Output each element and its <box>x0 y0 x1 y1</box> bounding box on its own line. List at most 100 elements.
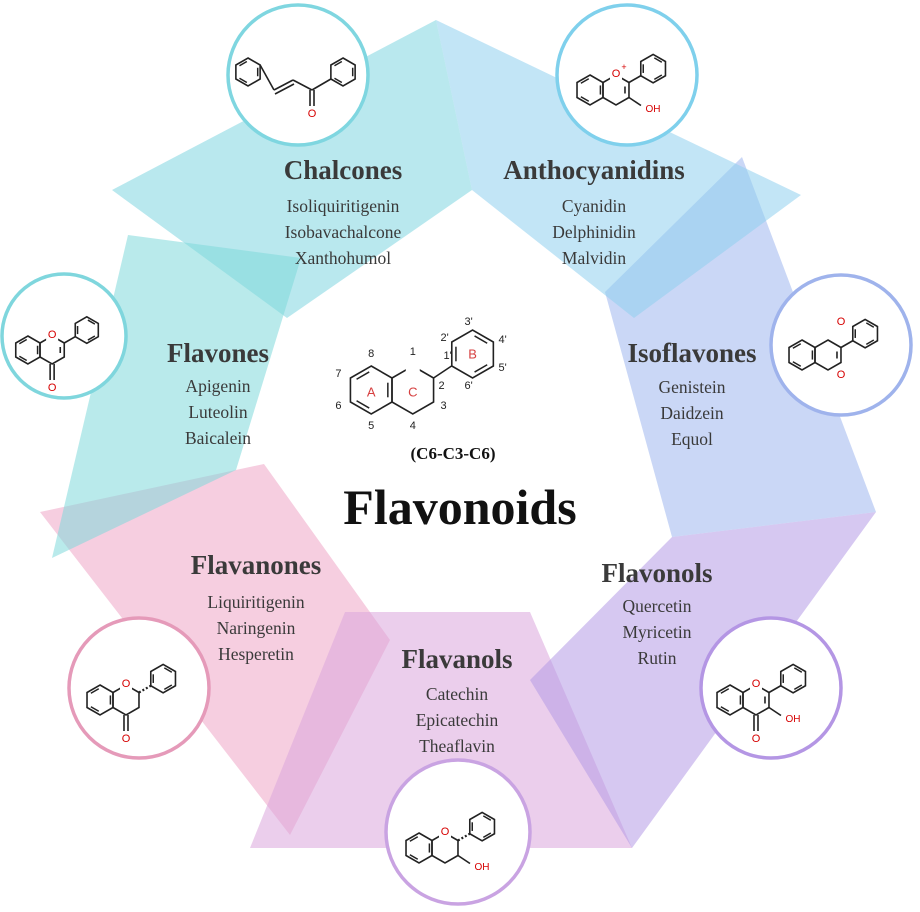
core-ring-a-double-bond <box>356 371 370 380</box>
flavonols-ring-a-double-bond <box>720 688 730 694</box>
chalcones-phenyl-left-double-bond <box>239 60 248 67</box>
flavonols-phenyl-ring-double-bond <box>793 667 803 673</box>
flavones-example-2: Luteolin <box>188 402 248 422</box>
flavonols-example-3: Rutin <box>637 648 677 668</box>
flavanones-example-2: Naringenin <box>216 618 296 638</box>
flavonols-oxygen-label: O <box>752 678 761 690</box>
flavones-circle <box>0 272 128 400</box>
position-label-4: 4 <box>410 420 416 432</box>
flavones-o-mask <box>46 329 59 342</box>
isoflavones-example-2: Daidzein <box>660 403 724 423</box>
anthocyanidins-title: Anthocyanidins <box>503 155 685 185</box>
core-ring-b-double-bond <box>474 364 488 373</box>
isoflavones-carbonyl-o-label: O <box>837 316 846 328</box>
chalcones-band <box>112 20 472 318</box>
flavanones-ring-a-double-bond <box>90 706 100 712</box>
flavanols-hydroxyl-label: OH <box>474 862 489 873</box>
anthocyanidins-structure: O+ OH <box>555 3 699 147</box>
anthocyanidins-circle <box>555 3 699 147</box>
flavanones-phenyl-ring-double-bond <box>163 667 173 673</box>
anthocyanidins-oh-bond <box>628 96 642 107</box>
chalcones-example-1: Isoliquiritigenin <box>286 196 400 216</box>
chalcones-phenyl-right-double-bond <box>334 77 343 84</box>
flavanols-phenyl-ring <box>468 811 496 842</box>
flavanols-band <box>250 612 632 848</box>
flavanols-phenyl-ring-double-bond <box>482 815 492 821</box>
anthocyanidins-phenyl-ring-double-bond <box>653 74 663 80</box>
flavanols-phenyl-ring-double-bond <box>482 832 492 838</box>
flavones-phenyl-ring <box>74 315 100 345</box>
flavonols-phenyl-ring <box>779 663 807 694</box>
flavones-example-1: Apigenin <box>185 376 251 396</box>
flavonols-carbonyl-o-label: O <box>752 733 761 745</box>
flavonols-o-mask <box>749 678 762 691</box>
anthocyanidins-cation-label: + <box>621 62 626 72</box>
flavanols-oh-bond <box>457 854 471 865</box>
position-label-3: 3 <box>441 400 447 412</box>
flavanones-title: Flavanones <box>190 550 322 580</box>
position-label-3p: 3' <box>464 316 472 328</box>
flavones-phenyl-ring-double-bond <box>87 335 96 341</box>
flavonols-circle <box>699 616 843 760</box>
chalcones-chain-double <box>274 83 295 95</box>
chalcones-phenyl-right <box>330 57 356 87</box>
core-ring-a-double-bond <box>356 400 370 409</box>
chalcones-chain-3 <box>292 79 313 91</box>
isoflavones-circle <box>769 273 913 417</box>
position-label-4p: 4' <box>498 334 506 346</box>
flavones-title: Flavones <box>166 338 270 368</box>
anthocyanidins-ring-a-double-bond <box>580 78 590 84</box>
flavonols-oh-bond <box>768 706 782 717</box>
isoflavones-phenyl-ring <box>851 318 879 349</box>
flavones-example-3: Baicalein <box>184 428 252 448</box>
chalcones-phenyl-right-double-bond <box>334 60 343 67</box>
position-label-1: 1 <box>410 346 416 358</box>
ring-label-c: C <box>408 385 417 400</box>
flavones-phenyl-ring-double-bond <box>87 319 96 325</box>
isoflavones-example-3: Equol <box>671 429 713 449</box>
anthocyanidins-o-mask <box>609 68 622 81</box>
isoflavones-ring-a-double-bond <box>792 343 802 349</box>
position-label-2p: 2' <box>440 332 448 344</box>
flavones-ring-a-double-bond <box>18 338 28 345</box>
flavonols-example-2: Myricetin <box>622 622 692 642</box>
core-ring-b <box>450 329 495 379</box>
flavonols-phenyl-ring-double-bond <box>793 684 803 690</box>
flavonols-example-1: Quercetin <box>622 596 692 616</box>
diagram-title: Flavonoids <box>343 479 577 535</box>
position-label-6p: 6' <box>464 380 472 392</box>
chalcones-circle <box>226 3 370 147</box>
flavones-oxygen-label: O <box>48 329 57 341</box>
flavanols-example-2: Epicatechin <box>415 710 499 730</box>
flavanones-phenyl-ring-double-bond <box>163 684 173 690</box>
flavanols-example-3: Theaflavin <box>419 736 495 756</box>
flavones-carbonyl-o-label: O <box>48 382 57 394</box>
chalcones-example-3: Xanthohumol <box>294 248 392 268</box>
flavanols-title: Flavanols <box>401 644 513 674</box>
chalcones-carbonyl-o-label: O <box>308 108 317 120</box>
flavonols-hydroxyl-label: OH <box>785 714 800 725</box>
flavanones-oxygen-label: O <box>122 678 131 690</box>
isoflavones-phenyl-ring-double-bond <box>865 339 875 345</box>
isoflavones-phenyl-bond <box>840 340 854 349</box>
flavanones-o-mask <box>119 678 132 691</box>
chalcones-chain-1 <box>259 64 275 91</box>
anthocyanidins-hydroxyl-label: OH <box>645 104 660 115</box>
flavanones-carbonyl-o-label: O <box>122 733 131 745</box>
position-label-8: 8 <box>368 348 374 360</box>
ring-label-b: B <box>468 347 477 362</box>
anthocyanidins-example-2: Delphinidin <box>552 222 636 242</box>
flavanols-o-mask <box>438 826 451 839</box>
anthocyanidins-phenyl-ring-double-bond <box>653 57 663 63</box>
flavonols-ring-a-double-bond <box>720 706 730 712</box>
flavones-ring-a-double-bond <box>18 355 28 362</box>
flavanones-circle <box>67 616 211 760</box>
flavones-structure: OO <box>0 272 128 400</box>
isoflavones-phenyl-ring-double-bond <box>865 322 875 328</box>
isoflavones-ring-o-label: O <box>837 369 846 381</box>
core-o-mask <box>405 358 420 372</box>
isoflavones-example-1: Genistein <box>658 377 726 397</box>
anthocyanidins-oxygen-label: O <box>612 68 621 80</box>
